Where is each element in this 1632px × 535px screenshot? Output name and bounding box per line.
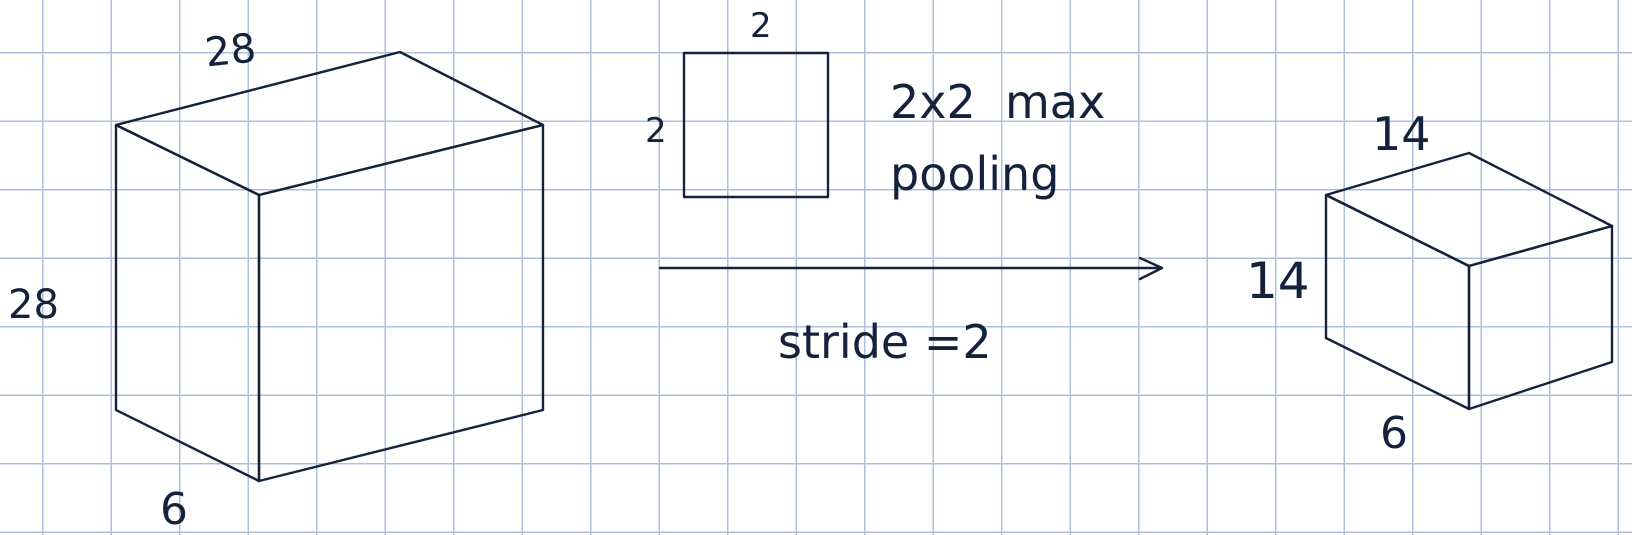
transition-arrow	[658, 256, 1164, 281]
input-depth-label: 6	[160, 484, 188, 535]
operation-line-2: pooling	[890, 147, 1059, 201]
input-width-label: 28	[203, 25, 258, 76]
kernel-height-label: 2	[645, 111, 667, 151]
stride-label: stride =2	[778, 315, 992, 369]
input-height-label: 28	[8, 282, 59, 328]
output-width-label: 14	[1372, 107, 1431, 161]
arrow-head	[1138, 256, 1164, 281]
output-height-label: 14	[1246, 252, 1310, 310]
input-volume-front-face	[257, 123, 545, 483]
operation-line-1: 2x2 max	[890, 75, 1105, 129]
pooling-kernel-square	[682, 51, 830, 199]
output-volume-side-face	[1324, 193, 1471, 411]
input-volume-side-face	[114, 123, 261, 483]
kernel-width-label: 2	[750, 6, 772, 46]
output-volume-front-face	[1467, 224, 1614, 411]
output-volume-top-face	[1324, 151, 1614, 268]
input-volume-top-face	[114, 50, 545, 197]
output-depth-label: 6	[1380, 408, 1408, 459]
input-volume	[114, 50, 545, 483]
output-volume	[1324, 151, 1614, 411]
